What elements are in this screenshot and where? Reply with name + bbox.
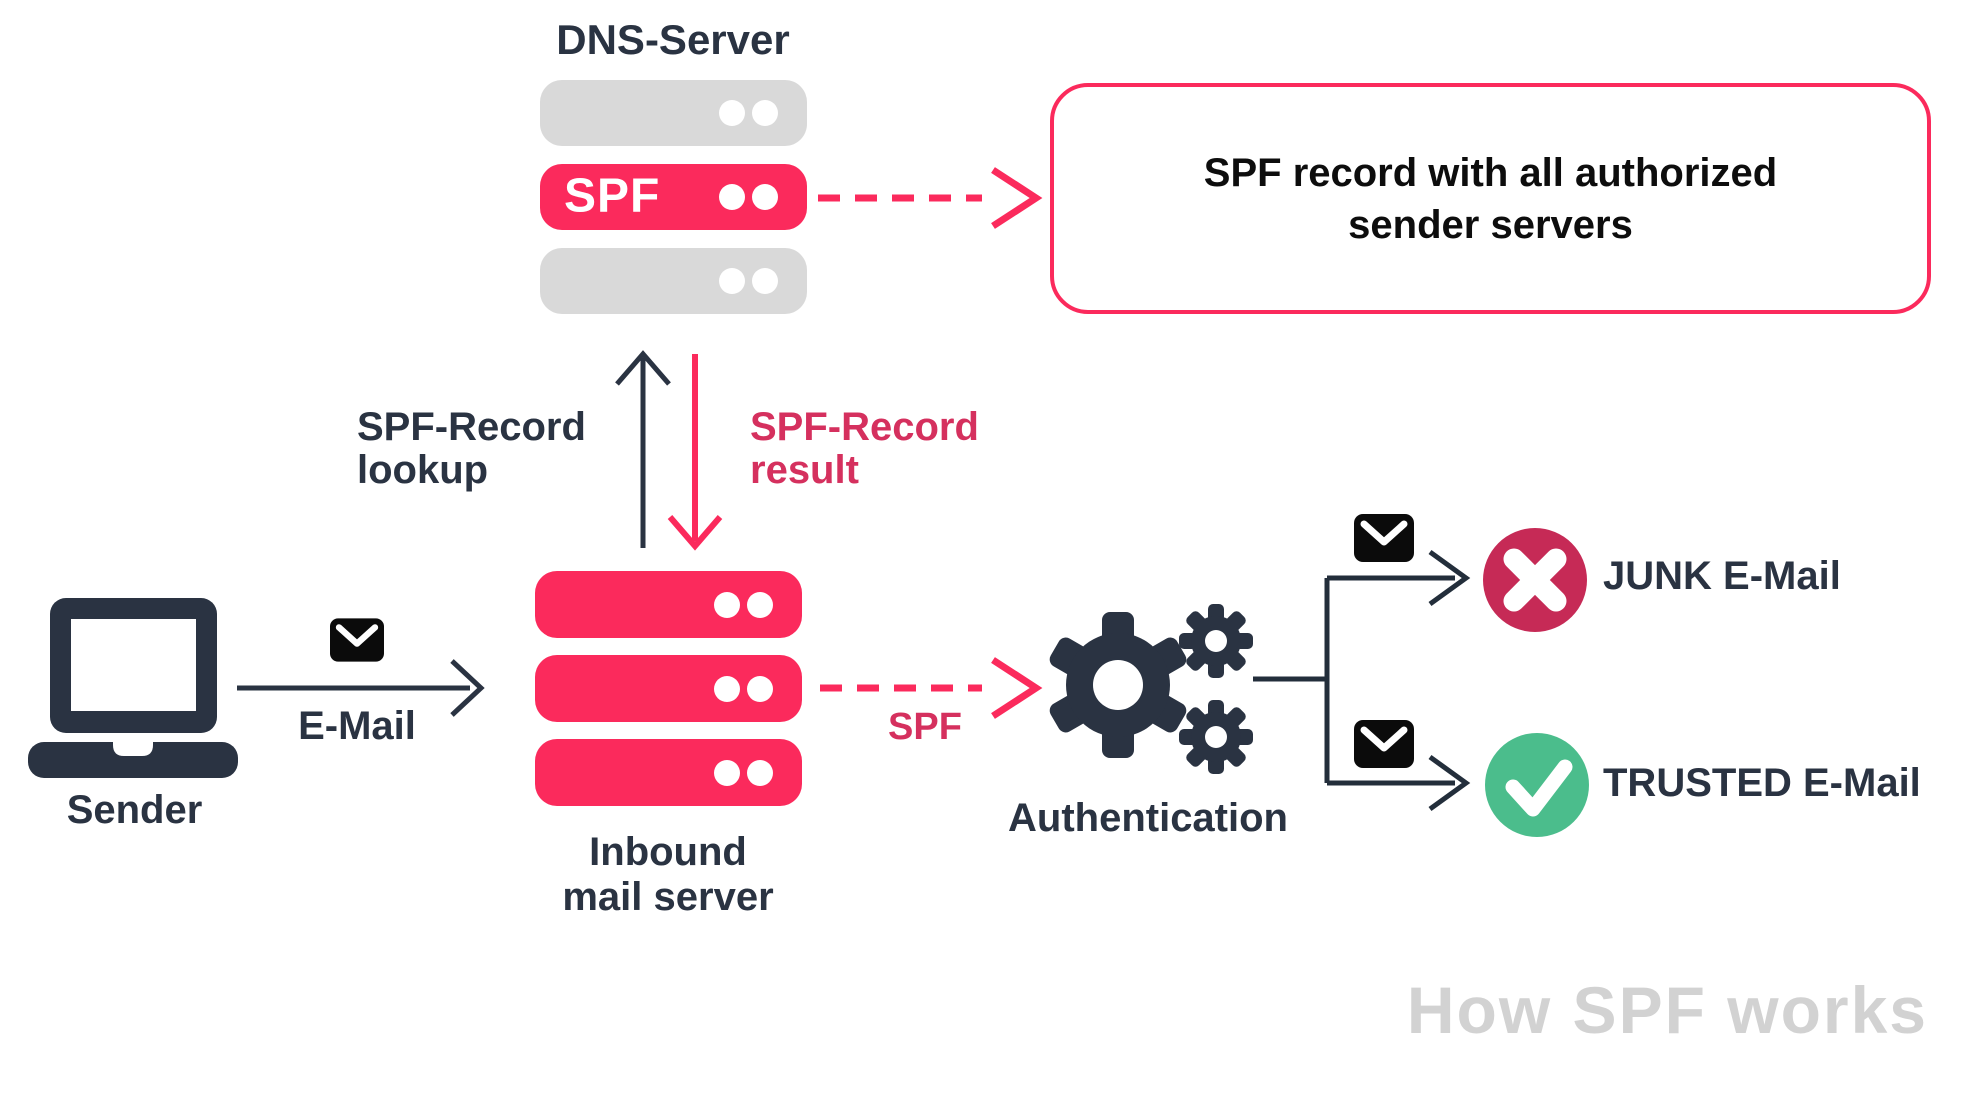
server-led-dot — [752, 184, 778, 210]
authentication-label: Authentication — [1008, 796, 1288, 840]
server-led-dot — [714, 591, 740, 618]
server-led-dot — [714, 759, 740, 786]
big-gear — [1049, 612, 1187, 758]
server-led-dot — [752, 268, 778, 294]
x-circle-icon — [1483, 528, 1587, 632]
server-led-dot — [719, 268, 745, 294]
result-label-line2: result — [750, 448, 859, 492]
inbound-mail-server-label: Inbound mail server — [518, 830, 818, 920]
spf-dashed-arrow — [820, 657, 1043, 719]
gears-icon — [1049, 604, 1253, 774]
trusted-email-label: TRUSTED E-Mail — [1603, 761, 1921, 805]
check-circle-icon — [1485, 733, 1589, 837]
dns-server-bar-bottom — [540, 248, 807, 314]
spf-record-dashed-arrow — [818, 167, 1043, 229]
dns-server-bar-spf: SPF — [540, 164, 807, 230]
spf-record-callout-box: SPF record with all authorized sender se… — [1050, 83, 1931, 314]
junk-email-label: JUNK E-Mail — [1603, 554, 1841, 598]
spf-lookup-arrow — [615, 350, 671, 548]
envelope-icon — [330, 618, 384, 662]
email-arrow — [237, 659, 485, 717]
inbound-server-bar-bottom — [535, 739, 802, 806]
server-led-dot — [747, 591, 773, 618]
envelope-icon — [1354, 514, 1414, 562]
inbound-server-bar-middle — [535, 655, 802, 722]
spf-record-result-label: SPF-Record result — [750, 406, 979, 492]
laptop-icon — [28, 598, 238, 778]
inbound-label-line1: Inbound — [589, 830, 747, 874]
spf-arrow-label: SPF — [888, 706, 962, 748]
inbound-server-bar-top — [535, 571, 802, 638]
sender-label: Sender — [66, 788, 203, 832]
small-gear-top — [1179, 604, 1253, 678]
result-label-line1: SPF-Record — [750, 405, 979, 449]
server-led-dot — [747, 759, 773, 786]
spf-result-arrow — [667, 354, 723, 551]
dns-server-title: DNS-Server — [556, 16, 790, 63]
dns-server-bar-top — [540, 80, 807, 146]
server-led-dot — [747, 675, 773, 702]
server-led-dot — [714, 675, 740, 702]
authentication-branch-lines — [1253, 549, 1471, 812]
spf-entry-label: SPF — [564, 169, 661, 223]
small-gear-bottom — [1179, 700, 1253, 774]
diagram-watermark-title: How SPF works — [1406, 973, 1928, 1047]
server-led-dot — [719, 100, 745, 126]
spf-record-box-line1: SPF record with all authorized — [1203, 150, 1778, 195]
server-led-dot — [752, 100, 778, 126]
spf-record-lookup-label: SPF-Record lookup — [357, 406, 586, 492]
envelope-icon — [1354, 720, 1414, 768]
inbound-label-line2: mail server — [562, 875, 774, 919]
spf-record-box-line2: sender servers — [1348, 202, 1633, 247]
server-led-dot — [719, 184, 745, 210]
lookup-label-line2: lookup — [357, 448, 489, 492]
lookup-label-line1: SPF-Record — [357, 405, 586, 449]
email-label: E-Mail — [298, 704, 416, 748]
